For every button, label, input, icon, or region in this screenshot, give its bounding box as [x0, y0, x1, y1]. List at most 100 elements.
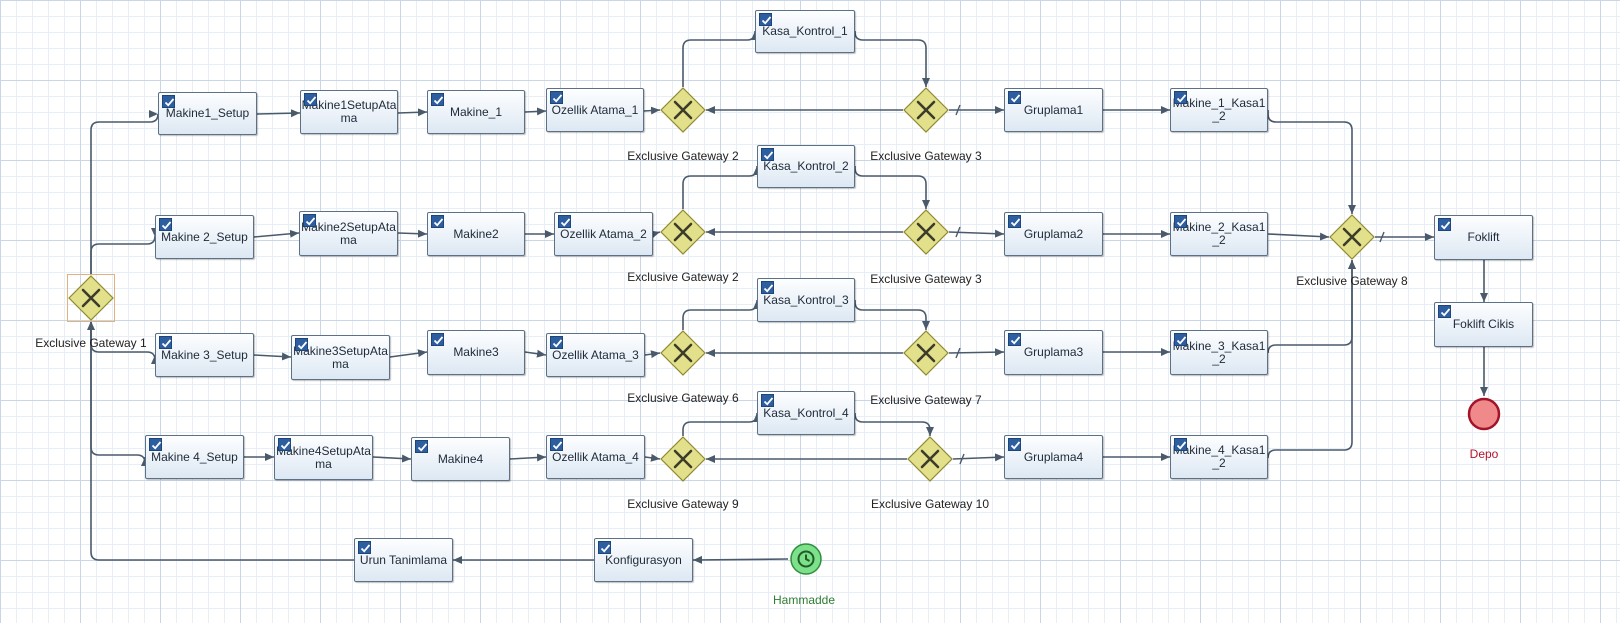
exclusive-gateway-g10[interactable] — [907, 436, 953, 482]
task-mk4[interactable]: Makine_4_Kasa1 _2 — [1170, 435, 1268, 479]
task-kk3[interactable]: Kasa_Kontrol_3 — [757, 278, 855, 322]
task-foklift[interactable]: Foklift — [1434, 215, 1533, 260]
sequence-flow-oz1-g2a[interactable] — [643, 106, 661, 115]
task-oz3[interactable]: Ozellik Atama_3 — [546, 333, 645, 377]
task-oz4[interactable]: Ozellik Atama_4 — [546, 435, 645, 479]
user-task-icon — [304, 93, 317, 106]
sequence-flow-g2b-kk2[interactable] — [682, 166, 761, 209]
user-task-icon — [431, 93, 444, 106]
user-task-icon — [550, 91, 563, 104]
task-m1[interactable]: Makine_1 — [427, 90, 525, 134]
sequence-flow-start-konf[interactable] — [692, 555, 789, 564]
task-m3setup[interactable]: Makine 3_Setup — [155, 333, 254, 377]
task-m3atama[interactable]: Makine3SetupAta ma — [291, 335, 390, 380]
sequence-flow-kk4-g10[interactable] — [854, 413, 934, 436]
exclusive-gateway-g1[interactable] — [67, 274, 115, 322]
task-m1atama[interactable]: Makine1SetupAta ma — [300, 90, 398, 134]
sequence-flow-m3-oz3[interactable] — [524, 349, 547, 358]
sequence-flow-g10-gr4[interactable] — [952, 453, 1005, 462]
exclusive-gateway-g6[interactable] — [660, 330, 706, 376]
sequence-flow-m2setup-m2atama[interactable] — [253, 229, 300, 238]
task-mk2[interactable]: Makine_2_Kasa1 _2 — [1170, 212, 1268, 256]
sequence-flow-m1atama-m1[interactable] — [397, 108, 428, 117]
task-mk3[interactable]: Makine_3_Kasa1 _2 — [1170, 330, 1268, 375]
exclusive-gateway-g3b[interactable] — [903, 209, 949, 255]
task-m2atama[interactable]: Makine2SetupAta ma — [299, 211, 398, 256]
user-task-icon — [278, 438, 291, 451]
sequence-flow-m4atama-m4[interactable] — [372, 454, 412, 463]
exclusive-gateway-g8[interactable] — [1329, 214, 1375, 260]
sequence-flow-kk3-g7[interactable] — [854, 300, 930, 330]
event-label: Depo — [1469, 447, 1499, 461]
user-task-icon — [761, 281, 774, 294]
sequence-flow-oz3-g6[interactable] — [644, 350, 661, 359]
exclusive-gateway-g3a[interactable] — [903, 87, 949, 133]
task-m1setup[interactable]: Makine1_Setup — [158, 92, 257, 135]
sequence-flow-g2a-kk1[interactable] — [682, 31, 759, 87]
sequence-flow-oz2-g2b[interactable] — [650, 230, 661, 239]
sequence-flow-g7-gr3[interactable] — [948, 348, 1005, 357]
x-icon — [916, 222, 936, 242]
task-label: Makine3SetupAta ma — [293, 343, 388, 371]
task-label: Konfigurasyon — [605, 552, 682, 567]
task-gr4[interactable]: Gruplama4 — [1004, 435, 1103, 479]
task-kk4[interactable]: Kasa_Kontrol_4 — [757, 391, 855, 435]
event-label: Hammadde — [772, 593, 836, 607]
gateway-label: Exclusive Gateway 8 — [1296, 274, 1408, 288]
task-label: Makine_1_Kasa1 _2 — [1172, 96, 1266, 123]
user-task-icon — [415, 440, 428, 453]
task-label: Makine4SetupAta ma — [276, 443, 371, 471]
default-flow-marker — [955, 226, 961, 238]
sequence-flow-mk1-g8[interactable] — [1267, 110, 1356, 214]
sequence-flow-kk2-g3b[interactable] — [854, 166, 930, 209]
sequence-flow-urun-g1[interactable] — [87, 321, 354, 561]
exclusive-gateway-g2b[interactable] — [660, 209, 706, 255]
sequence-flow-g1-to-m1setup[interactable] — [90, 113, 162, 275]
start-event-start[interactable] — [788, 541, 824, 577]
sequence-flow-m4-oz4[interactable] — [509, 453, 547, 462]
task-oz2[interactable]: Ozellik Atama_2 — [554, 212, 653, 256]
sequence-flow-m3setup-m3atama[interactable] — [253, 352, 292, 361]
task-m4setup[interactable]: Makine 4_Setup — [145, 435, 244, 479]
user-task-icon — [1174, 333, 1187, 346]
task-kk2[interactable]: Kasa_Kontrol_2 — [757, 145, 855, 188]
task-label: Makine2SetupAta ma — [301, 219, 396, 247]
task-konf[interactable]: Konfigurasyon — [594, 538, 693, 582]
sequence-flow-m3atama-m3[interactable] — [389, 349, 428, 358]
sequence-flow-m1setup-m1atama[interactable] — [256, 109, 301, 118]
task-m3[interactable]: Makine3 — [427, 330, 525, 375]
user-task-icon — [550, 336, 563, 349]
task-m2setup[interactable]: Makine 2_Setup — [155, 215, 254, 259]
sequence-flow-mk2-g8[interactable] — [1267, 232, 1330, 241]
sequence-flow-g6-kk3[interactable] — [682, 300, 761, 330]
timer-icon — [797, 550, 815, 568]
exclusive-gateway-g2a[interactable] — [660, 87, 706, 133]
task-gr3[interactable]: Gruplama3 — [1004, 330, 1103, 375]
task-m4[interactable]: Makine4 — [411, 437, 510, 481]
exclusive-gateway-g7[interactable] — [903, 330, 949, 376]
task-mk1[interactable]: Makine_1_Kasa1 _2 — [1170, 88, 1268, 132]
task-gr2[interactable]: Gruplama2 — [1004, 212, 1103, 256]
sequence-flow-m2atama-m2[interactable] — [397, 229, 428, 238]
sequence-flow-kk1-g3a[interactable] — [854, 31, 930, 87]
task-fcikis[interactable]: Foklift Cikis — [1434, 302, 1533, 347]
task-urun[interactable]: Urun Tanimlama — [354, 538, 453, 582]
user-task-icon — [1008, 333, 1021, 346]
sequence-flow-g1-to-m2setup[interactable] — [90, 228, 159, 275]
task-m2[interactable]: Makine2 — [427, 212, 525, 256]
exclusive-gateway-g9[interactable] — [660, 436, 706, 482]
task-label: Foklift Cikis — [1452, 317, 1515, 331]
task-gr1[interactable]: Gruplama1 — [1004, 88, 1103, 132]
task-kk1[interactable]: Kasa_Kontrol_1 — [755, 10, 855, 53]
sequence-flow-mk4-g8[interactable] — [1267, 260, 1356, 459]
sequence-flow-g9-kk4[interactable] — [682, 413, 761, 436]
x-icon — [920, 449, 940, 469]
sequence-flow-oz4-g9[interactable] — [644, 453, 661, 462]
task-label: Gruplama2 — [1023, 226, 1084, 241]
task-label: Ozellik Atama_3 — [552, 347, 639, 362]
task-m4atama[interactable]: Makine4SetupAta ma — [274, 435, 373, 480]
task-oz1[interactable]: Ozellik Atama_1 — [546, 88, 644, 132]
sequence-flow-m1-oz1[interactable] — [524, 107, 547, 116]
user-task-icon — [162, 95, 175, 108]
end-event-end[interactable] — [1466, 396, 1502, 432]
